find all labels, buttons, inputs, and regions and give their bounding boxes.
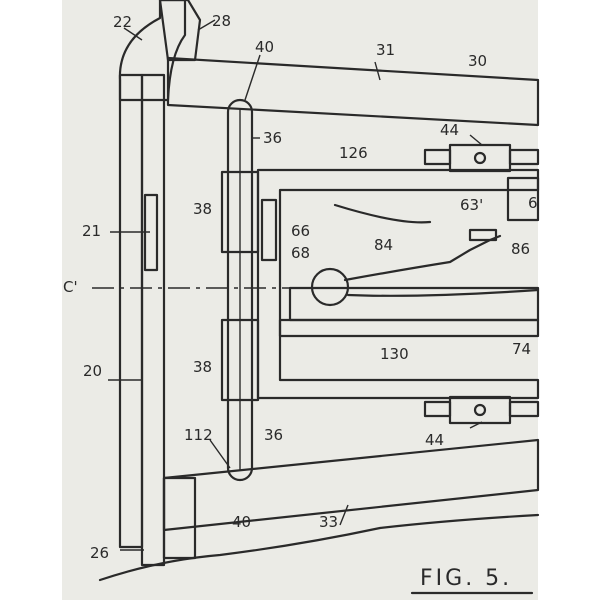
label-21: 21	[82, 222, 101, 240]
label-126: 126	[339, 144, 368, 162]
label-20: 20	[83, 362, 102, 380]
label-40-bottom: 40	[232, 513, 251, 531]
fixture-44-top-right	[508, 148, 540, 166]
label-28: 28	[212, 12, 231, 30]
leader-44-bottom	[469, 421, 483, 429]
label-36-bottom: 36	[264, 426, 283, 444]
inner-chamber-frame	[256, 168, 540, 400]
figure-caption: FIG. 5.	[420, 566, 512, 591]
cable-126	[333, 203, 432, 224]
label-36-top: 36	[263, 129, 282, 147]
figure-head	[310, 267, 350, 307]
label-84: 84	[374, 236, 393, 254]
top-slab-30	[166, 56, 540, 127]
figure-body	[346, 288, 540, 297]
label-40-top: 40	[255, 38, 274, 56]
label-31: 31	[376, 41, 395, 59]
mattress	[288, 286, 540, 322]
ground-line	[98, 513, 540, 582]
label-38-top: 38	[193, 200, 212, 218]
label-68: 68	[291, 244, 310, 262]
label-66: 66	[291, 222, 310, 240]
handle-63	[468, 228, 498, 242]
label-130: 130	[380, 345, 409, 363]
leader-28	[197, 19, 216, 31]
paper-background	[62, 0, 538, 600]
leader-31	[374, 61, 381, 81]
top-corner-22	[118, 0, 187, 102]
device-6	[506, 176, 540, 222]
label-22: 22	[113, 13, 132, 31]
leader-112	[209, 439, 231, 469]
leader-40-top	[244, 54, 261, 101]
fixture-44-bottom-bolt	[473, 403, 487, 417]
leader-44-top	[469, 134, 483, 146]
label-74: 74	[512, 340, 531, 358]
leader-22	[123, 27, 143, 41]
label-112: 112	[184, 426, 213, 444]
label-38-bottom: 38	[193, 358, 212, 376]
label-centerline: C'	[63, 278, 78, 296]
hinge-pin-36	[226, 98, 254, 482]
fixture-44-bottom-right	[508, 400, 540, 418]
label-6: 6	[528, 194, 538, 212]
label-33: 33	[319, 513, 338, 531]
label-63: 63'	[460, 196, 483, 214]
label-44-top: 44	[440, 121, 459, 139]
label-86: 86	[511, 240, 530, 258]
label-44-bottom: 44	[425, 431, 444, 449]
seal-66-68	[260, 198, 278, 262]
leader-33	[339, 504, 349, 526]
label-26: 26	[90, 544, 109, 562]
label-30: 30	[468, 52, 487, 70]
fixture-44-top-bolt	[473, 151, 487, 165]
figure-arm	[343, 234, 502, 282]
top-piece-28	[158, 0, 202, 62]
